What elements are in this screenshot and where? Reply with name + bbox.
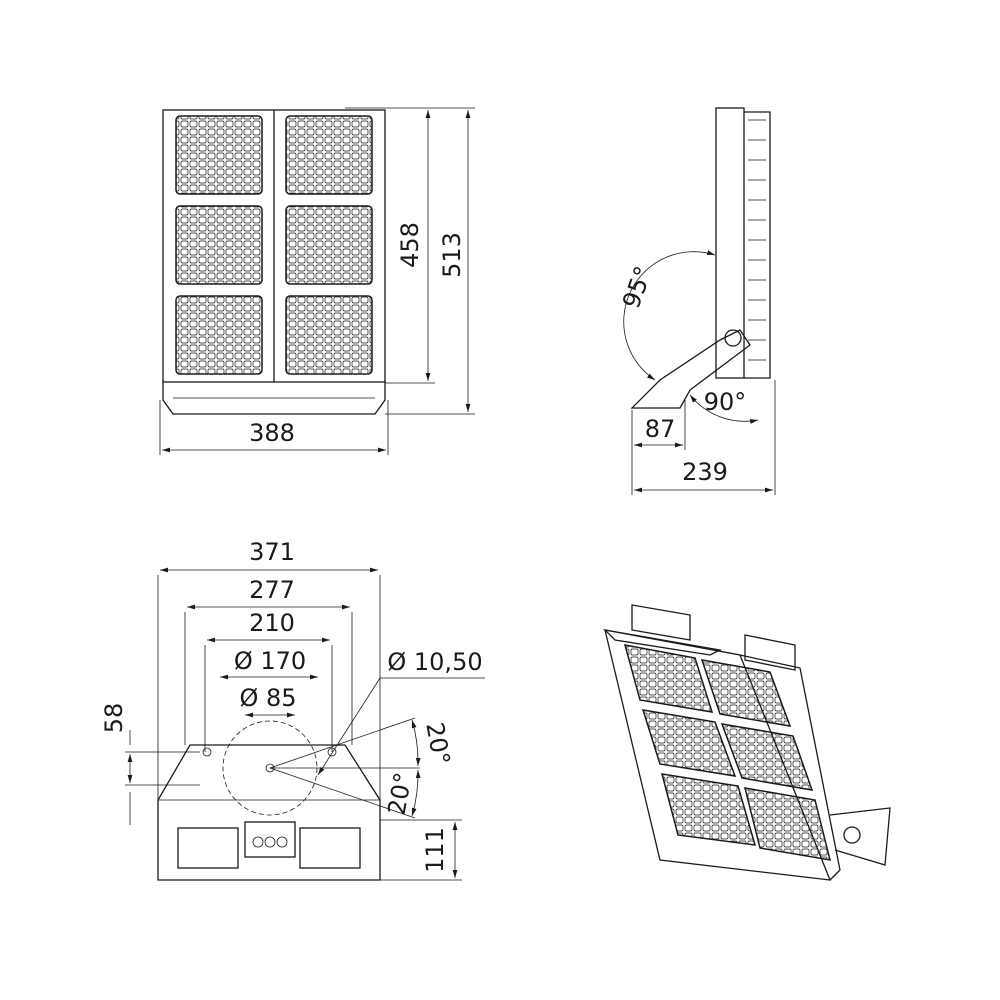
dim-height-inner: 458 (396, 222, 424, 268)
dim-dia-85: Ø 85 (239, 684, 296, 712)
dim-width: 388 (249, 419, 295, 447)
dim-angle-top: 20° (420, 720, 455, 767)
dim-tilt-angle: 95° (617, 262, 658, 312)
dim-bracket-depth: 87 (645, 415, 676, 443)
dim-111: 111 (421, 827, 449, 873)
dim-height-total: 513 (438, 232, 466, 278)
dim-210: 210 (249, 609, 295, 637)
dim-bracket-angle: 90° (704, 388, 747, 416)
dim-277: 277 (249, 576, 295, 604)
dim-dia-170: Ø 170 (234, 647, 306, 675)
bottom-view: 371 277 210 Ø 170 Ø 85 Ø 10,50 58 20° 20… (100, 538, 485, 881)
side-view: 95° 90° 87 239 (617, 107, 776, 495)
dim-371: 371 (249, 538, 295, 566)
front-view: 458 513 388 (159, 107, 475, 455)
dim-angle-bottom: 20° (383, 770, 418, 817)
dim-hole-dia: Ø 10,50 (387, 648, 482, 676)
dim-58: 58 (100, 703, 128, 734)
isometric-view (603, 604, 891, 881)
dim-depth: 239 (682, 458, 728, 486)
